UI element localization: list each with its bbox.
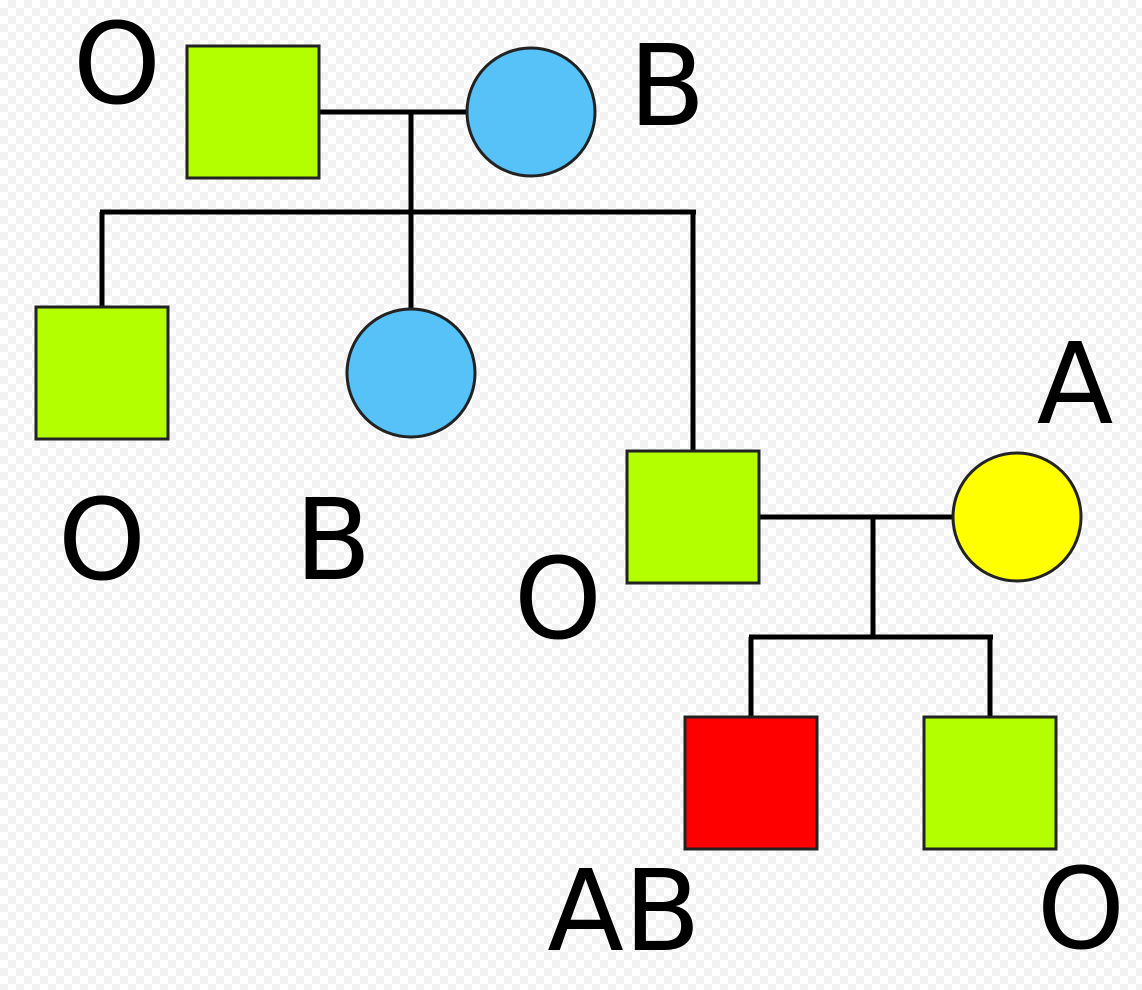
pedigree-lines — [99, 109, 993, 717]
son-1-male-square — [34, 305, 170, 441]
daughter-blood-type-label: B — [295, 476, 372, 606]
son-1-blood-type-label: O — [58, 476, 146, 606]
spouse-blood-type-label: A — [1037, 320, 1114, 450]
son-2-male-square — [625, 449, 761, 585]
daughter-female-circle — [345, 307, 477, 439]
grandfather-blood-type-label: O — [73, 0, 161, 130]
son-2-blood-type-label: O — [514, 535, 602, 665]
grandmother-female-circle — [465, 46, 597, 178]
grandson-1-blood-type-label: AB — [547, 847, 700, 977]
grandmother-blood-type-label: B — [629, 22, 706, 152]
grandfather-male-square — [185, 44, 321, 180]
grandson-1-male-square — [683, 715, 819, 851]
grandson-2-blood-type-label: O — [1037, 845, 1125, 975]
spouse-female-circle — [951, 451, 1083, 583]
grandson-2-male-square — [922, 715, 1058, 851]
